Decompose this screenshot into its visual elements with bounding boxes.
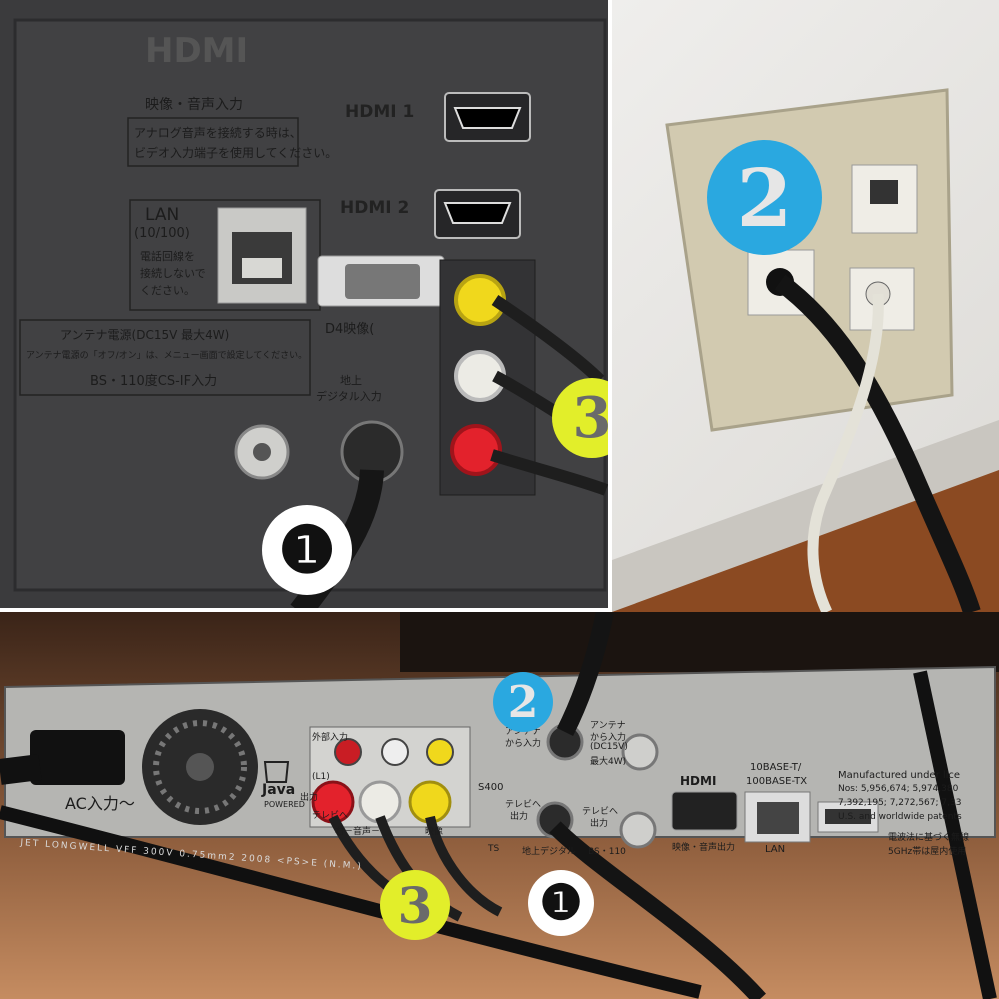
rec-patent-2: 7,392,195; 7,272,567; 7,33	[838, 798, 962, 808]
rec-bs110: BS・110	[588, 847, 626, 857]
tv-d4-label: D4映像(	[325, 322, 375, 337]
rec-java-logo: Java	[262, 782, 296, 798]
rec-antenna-power-4: 最大4W)	[590, 757, 627, 767]
marker-3-tv: 3	[552, 378, 612, 458]
rec-s400: S400	[478, 782, 504, 793]
tv-panel-graphics: HDMI	[0, 0, 608, 608]
wall-graphics	[612, 88, 999, 612]
recorder-graphics	[0, 612, 999, 999]
rec-tv-out-2b: 出力	[510, 812, 529, 822]
tv-av-input-title: 映像・音声入力	[145, 97, 243, 113]
rec-tv-out: テレビへ	[312, 811, 349, 821]
rec-video: 映像	[425, 827, 444, 837]
marker-2-wall-text: 2	[736, 150, 793, 245]
rec-l1: (L1)	[312, 772, 330, 782]
marker-1-tv-text: ❶	[278, 512, 336, 588]
rec-tv-out-3a: テレビへ	[582, 807, 619, 817]
rec-tv-out-2a: テレビへ	[505, 800, 542, 810]
rec-antenna-power-1: アンテナ	[590, 721, 626, 731]
tv-antenna-note: アンテナ電源の「オフ/オン」は、メニュー画面で設定してください。	[26, 351, 308, 361]
tv-digital-input-1: 地上	[340, 374, 362, 387]
tv-lan-note-3: ください。	[140, 284, 195, 297]
tv-lan-label: LAN	[145, 205, 180, 225]
marker-3-tv-text: 3	[572, 385, 612, 451]
marker-2-wall: 2	[707, 140, 822, 255]
rec-radio-2: 5GHz帯は屋内使用	[888, 847, 967, 857]
rec-antenna-power-2: から入力	[590, 733, 627, 743]
tv-back-panel-photo: HDMI 映像・音声入力 アナログ音声を接続する時は、 ビデ	[0, 0, 612, 612]
tv-lan-note-2: 接続しないで	[140, 267, 206, 280]
rec-radio-1: 電波法に基づく無線	[888, 833, 970, 843]
rec-antenna-power-3: (DC15V)	[590, 742, 628, 752]
wall-outlet-photo: 2	[612, 0, 999, 612]
rec-lr-audio: 右－音声－	[335, 827, 381, 837]
tv-hdmi2-label: HDMI 2	[340, 198, 410, 218]
rec-tv-out-3b: 出力	[590, 819, 609, 829]
tv-digital-input-2: デジタル入力	[316, 390, 382, 403]
marker-3-recorder-text: 3	[397, 875, 433, 935]
marker-1-tv: ❶	[262, 505, 352, 595]
rec-antenna-in-2: から入力	[505, 739, 542, 749]
rec-antenna-in-1: アンテナ	[505, 727, 541, 737]
rec-ac-input: AC入力～	[65, 794, 135, 813]
rec-patent-1: Nos: 5,956,674; 5,974,380	[838, 784, 959, 794]
rec-output: 出力	[300, 793, 319, 803]
rec-lan-1: 10BASE-T/	[750, 762, 802, 773]
rec-hdmi-logo: HDMI	[680, 774, 717, 788]
rec-av-output: 映像・音声出力	[672, 843, 736, 853]
marker-1-recorder: ❶	[528, 870, 594, 936]
tv-av-note-2: ビデオ入力端子を使用してください。	[134, 146, 338, 160]
rec-ts: TS	[488, 844, 500, 854]
rec-lan-label: LAN	[765, 844, 786, 855]
tv-bs-input: BS・110度CS-IF入力	[90, 374, 218, 389]
marker-1-recorder-text: ❶	[539, 875, 583, 931]
marker-2-recorder-text: 2	[507, 676, 539, 728]
tv-av-note-1: アナログ音声を接続する時は、	[134, 126, 302, 140]
rec-external-input: 外部入力	[312, 733, 349, 743]
recorder-back-panel-photo: AC入力～ Java POWERED 外部入力 (L1) 出力 テレビへ 右－音…	[0, 612, 999, 999]
marker-3-recorder: 3	[380, 870, 450, 940]
tv-antenna-power: アンテナ電源(DC15V 最大4W)	[60, 328, 230, 342]
rec-java-powered: POWERED	[264, 800, 305, 809]
rec-terrestrial: 地上デジタル	[522, 847, 576, 857]
tv-lan-note-1: 電話回線を	[140, 250, 195, 263]
rec-manufactured: Manufactured under lice	[838, 770, 961, 781]
marker-2-recorder: 2	[493, 672, 553, 732]
tv-lan-speed: (10/100)	[134, 226, 190, 241]
tv-hdmi1-label: HDMI 1	[345, 102, 415, 122]
tv-hdmi-logo: HDMI	[145, 31, 248, 71]
rec-lan-2: 100BASE-TX	[746, 776, 808, 787]
rec-patent-3: U.S. and worldwide patents	[838, 812, 962, 822]
